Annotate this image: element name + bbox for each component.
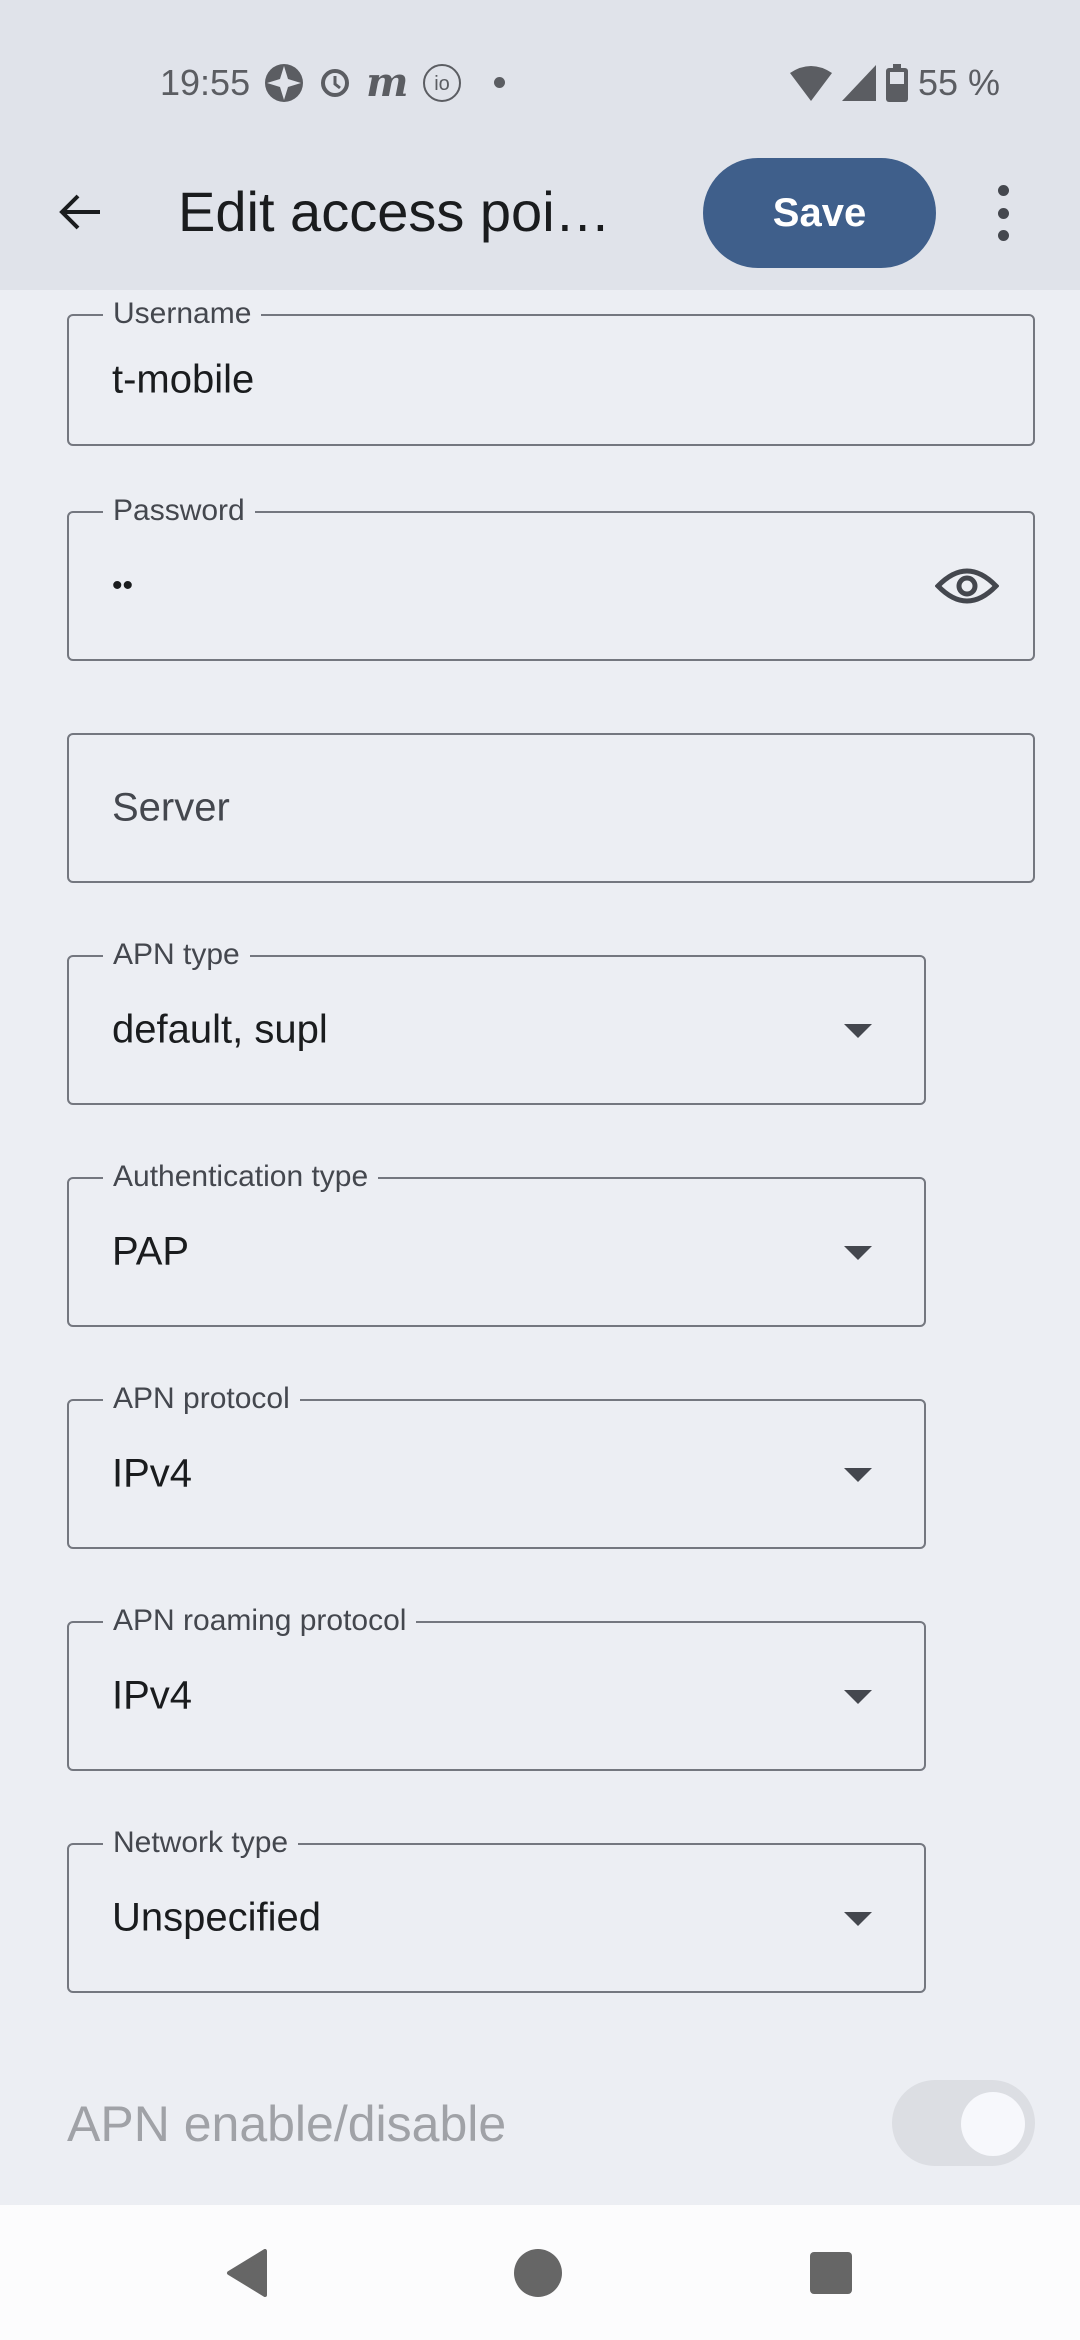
auth-type-label: Authentication type — [103, 1157, 379, 1197]
status-time: 19:55 — [160, 61, 251, 103]
apn-type-dropdown[interactable]: APN type default, supl — [67, 935, 926, 1105]
apn-protocol-dropdown[interactable]: APN protocol IPv4 — [67, 1379, 926, 1549]
apn-enable-label: APN enable/disable — [67, 2096, 507, 2152]
password-label: Password — [103, 491, 255, 531]
apn-type-value: default, supl — [112, 1007, 328, 1052]
apn-roaming-protocol-dropdown[interactable]: APN roaming protocol IPv4 — [67, 1601, 926, 1771]
page-title: Edit access poi… — [178, 180, 611, 243]
compass-icon — [265, 63, 304, 102]
username-value: t-mobile — [112, 357, 255, 402]
dropdown-arrow-icon — [844, 1024, 872, 1038]
dot — [997, 207, 1009, 219]
nav-home-button[interactable] — [508, 2243, 568, 2303]
svg-text:io: io — [435, 73, 451, 95]
authentication-type-dropdown[interactable]: Authentication type PAP — [67, 1157, 926, 1327]
username-field[interactable]: Username t-mobile — [67, 294, 1035, 446]
system-nav-bar — [0, 2205, 1080, 2340]
server-placeholder: Server — [112, 785, 230, 830]
nav-back-icon — [227, 2249, 267, 2297]
nav-recents-button[interactable] — [801, 2243, 861, 2303]
show-password-icon[interactable] — [935, 564, 999, 608]
m-app-icon: m — [366, 59, 409, 106]
dropdown-arrow-icon — [844, 1468, 872, 1482]
dropdown-arrow-icon — [844, 1246, 872, 1260]
io-icon: io — [423, 63, 462, 102]
network-type-label: Network type — [103, 1823, 299, 1863]
dot — [997, 230, 1009, 241]
nav-back-button[interactable] — [217, 2243, 277, 2303]
apn-enable-toggle[interactable] — [892, 2080, 1035, 2166]
apn-protocol-label: APN protocol — [103, 1379, 300, 1419]
password-field[interactable]: Password •• — [67, 491, 1035, 661]
battery-percent: 55 % — [917, 61, 1000, 103]
auth-type-value: PAP — [112, 1229, 190, 1274]
app-header: 19:55 m io 55 % Edit access poi… Save — [0, 0, 1080, 290]
nav-home-icon — [514, 2249, 562, 2297]
more-options-button[interactable] — [985, 185, 1021, 241]
signal-icon — [841, 64, 876, 101]
nav-recents-icon — [810, 2252, 852, 2294]
dot — [997, 185, 1009, 196]
apn-protocol-value: IPv4 — [112, 1451, 193, 1496]
username-label: Username — [103, 294, 262, 334]
dropdown-arrow-icon — [844, 1690, 872, 1704]
battery-icon — [885, 63, 908, 102]
toggle-knob — [961, 2092, 1025, 2156]
roaming-protocol-value: IPv4 — [112, 1673, 193, 1718]
dropdown-arrow-icon — [844, 1912, 872, 1926]
wifi-icon — [789, 65, 832, 101]
apn-type-label: APN type — [103, 935, 250, 975]
back-button[interactable] — [48, 180, 112, 244]
sync-icon — [321, 68, 350, 97]
save-button[interactable]: Save — [703, 158, 936, 268]
password-value: •• — [112, 569, 134, 602]
roaming-protocol-label: APN roaming protocol — [103, 1601, 417, 1641]
server-field[interactable]: Server — [67, 733, 1035, 883]
status-bar-left: 19:55 m io — [160, 55, 506, 110]
arrow-back-icon — [59, 194, 100, 230]
notification-dot-icon — [494, 77, 506, 88]
status-bar-right: 55 % — [789, 55, 1000, 110]
network-type-dropdown[interactable]: Network type Unspecified — [67, 1823, 926, 1993]
network-type-value: Unspecified — [112, 1895, 322, 1940]
